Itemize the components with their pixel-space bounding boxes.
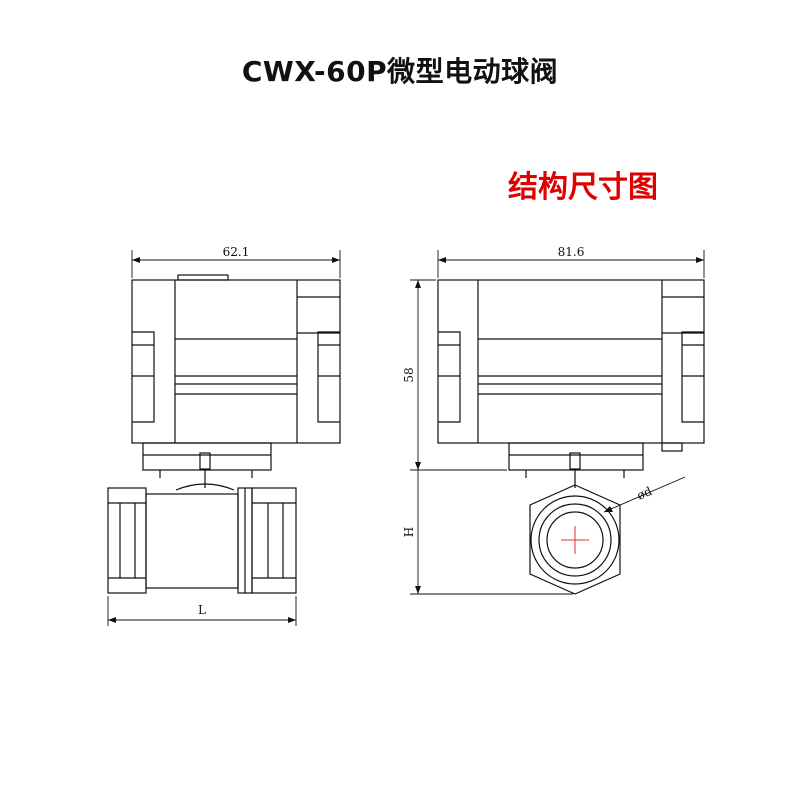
side-view	[437, 279, 705, 595]
center-mark	[561, 526, 589, 554]
arrowheads	[108, 257, 704, 623]
front-valve-body	[107, 487, 297, 594]
front-view	[107, 274, 341, 594]
page-subtitle: 结构尺寸图	[508, 170, 658, 205]
dim-actuator-height: 58	[402, 367, 416, 382]
front-bracket	[142, 442, 272, 491]
dim-diameter: ød	[635, 484, 654, 503]
front-actuator-housing	[131, 274, 341, 444]
dim-total-height: H	[402, 527, 416, 537]
side-bracket	[508, 442, 644, 488]
dim-length: L	[198, 603, 206, 617]
page-title: CWX-60P微型电动球阀	[241, 55, 559, 88]
side-actuator-housing	[437, 279, 705, 452]
dimension-lines	[107, 250, 705, 626]
dim-side-width: 81.6	[558, 245, 585, 259]
dim-front-width: 62.1	[223, 245, 250, 259]
